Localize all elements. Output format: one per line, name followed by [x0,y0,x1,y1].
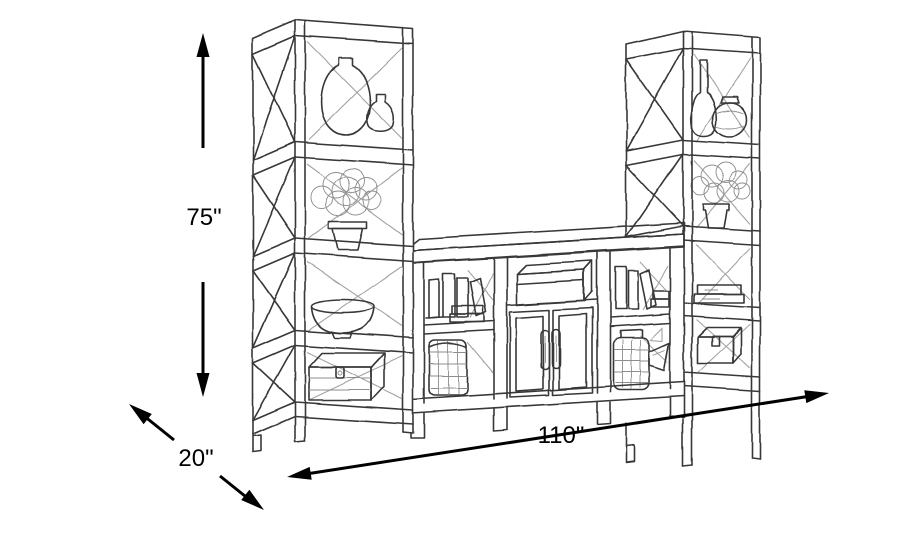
stacked-books-drawing [693,284,745,304]
left-pier-farside-braces [306,41,403,401]
tv-console [403,222,685,440]
depth-label: 20" [178,445,213,472]
left-pier-bookcase [252,19,414,453]
console-basket-left [428,339,468,396]
small-vase-drawing [366,93,395,132]
width-arrow [287,390,829,480]
console-jar-right [612,326,663,391]
left-chest-drawing [308,352,385,401]
depth-arrow [129,404,264,510]
door-handles [540,329,561,370]
width-label: 110" [538,422,585,449]
dimension-annotations: 75" 20" 110" [129,33,829,510]
height-arrow [196,33,210,397]
console-frame [410,233,685,439]
right-chest-drawing [697,327,742,364]
cabinet-doors [509,307,593,398]
right-pier-farside-braces [693,53,751,373]
console-books-right [614,266,670,310]
left-plant-drawing [310,168,382,251]
console-cloth [648,342,670,371]
large-vase-drawing [320,57,372,136]
height-label: 75" [186,204,221,231]
round-vase-drawing [712,96,748,138]
wall-unit-drawing [252,19,761,467]
left-pier-frame [252,19,414,453]
